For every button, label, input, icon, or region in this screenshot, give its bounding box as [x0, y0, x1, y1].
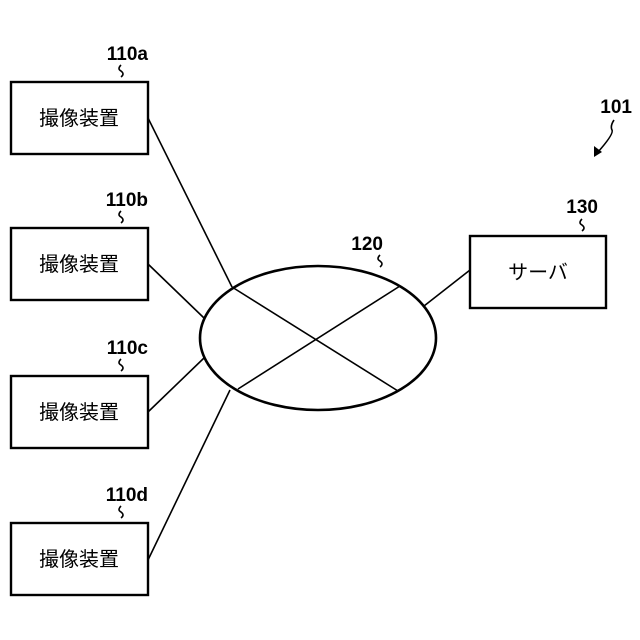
- link-110b: [148, 264, 204, 318]
- device-110b: 撮像装置 110b: [11, 190, 148, 300]
- ref-110b: 110b: [106, 190, 148, 211]
- system-ref-101: 101: [594, 97, 632, 157]
- leader-101: [598, 120, 614, 152]
- leader-130: [580, 219, 584, 231]
- leader-120: [378, 255, 382, 267]
- leader-110d: [119, 506, 123, 518]
- leader-110c: [119, 359, 123, 371]
- server-130: サーバ 130: [470, 197, 606, 308]
- ref-110c: 110c: [107, 338, 149, 359]
- ref-101: 101: [600, 97, 632, 118]
- link-110a: [148, 118, 232, 287]
- device-110d: 撮像装置 110d: [11, 485, 148, 595]
- leader-110a: [119, 65, 123, 77]
- device-label: 撮像装置: [39, 106, 119, 130]
- device-110c: 撮像装置 110c: [11, 338, 148, 448]
- leader-110b: [119, 211, 123, 223]
- ref-120: 120: [351, 234, 383, 255]
- device-label: 撮像装置: [39, 547, 119, 571]
- device-label: 撮像装置: [39, 252, 119, 276]
- link-110c: [148, 358, 204, 412]
- device-110a: 撮像装置 110a: [11, 44, 148, 154]
- server-label: サーバ: [508, 260, 568, 284]
- link-110d: [148, 390, 230, 560]
- device-label: 撮像装置: [39, 400, 119, 424]
- link-130: [424, 270, 470, 306]
- network-120: 120: [200, 234, 436, 410]
- ref-110d: 110d: [106, 485, 148, 506]
- ref-130: 130: [566, 197, 598, 218]
- ref-110a: 110a: [107, 44, 149, 65]
